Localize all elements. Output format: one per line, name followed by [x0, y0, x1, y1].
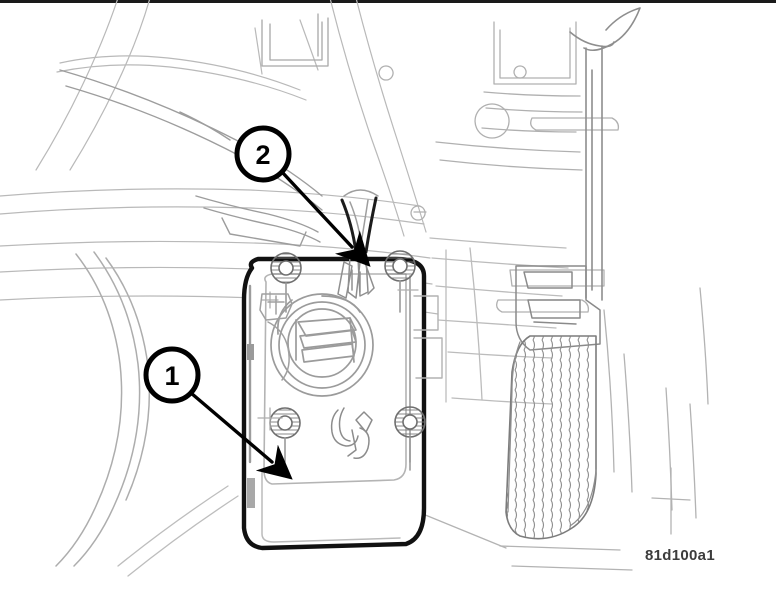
steering-column-shroud-arc — [55, 251, 151, 567]
floor-console-edge — [117, 485, 239, 577]
dash-panel-brace — [59, 69, 323, 247]
mounting-boss-lower-right — [394, 406, 426, 463]
callout-2-circle — [234, 125, 292, 183]
module-side-lug — [259, 293, 293, 381]
callout-1-circle — [143, 346, 201, 404]
mounting-boss-upper-left — [270, 252, 302, 313]
dash-panel-structure — [0, 0, 439, 315]
mounting-boss-lower-left — [269, 407, 301, 463]
center-connector-boss — [270, 293, 374, 397]
mounting-boss-upper-right — [384, 250, 416, 313]
top-rule-divider — [0, 0, 776, 3]
accelerator-pedal-pad — [505, 335, 597, 540]
module-lower-clip-detail — [330, 407, 373, 460]
accelerator-pedal-arm — [569, 7, 641, 301]
callout-1[interactable]: 1 — [143, 346, 293, 480]
callout-2[interactable]: 2 — [234, 125, 371, 267]
callout-2-leader — [280, 170, 371, 267]
figure-caption: 81d100a1 — [645, 547, 715, 564]
callout-2-number: 2 — [255, 140, 270, 170]
callout-1-leader — [189, 391, 293, 480]
right-cowl-panel — [378, 21, 620, 313]
callout-1-number: 1 — [164, 361, 179, 391]
floor-carpet-seams — [417, 287, 709, 571]
dash-trim-pocket — [261, 13, 329, 67]
